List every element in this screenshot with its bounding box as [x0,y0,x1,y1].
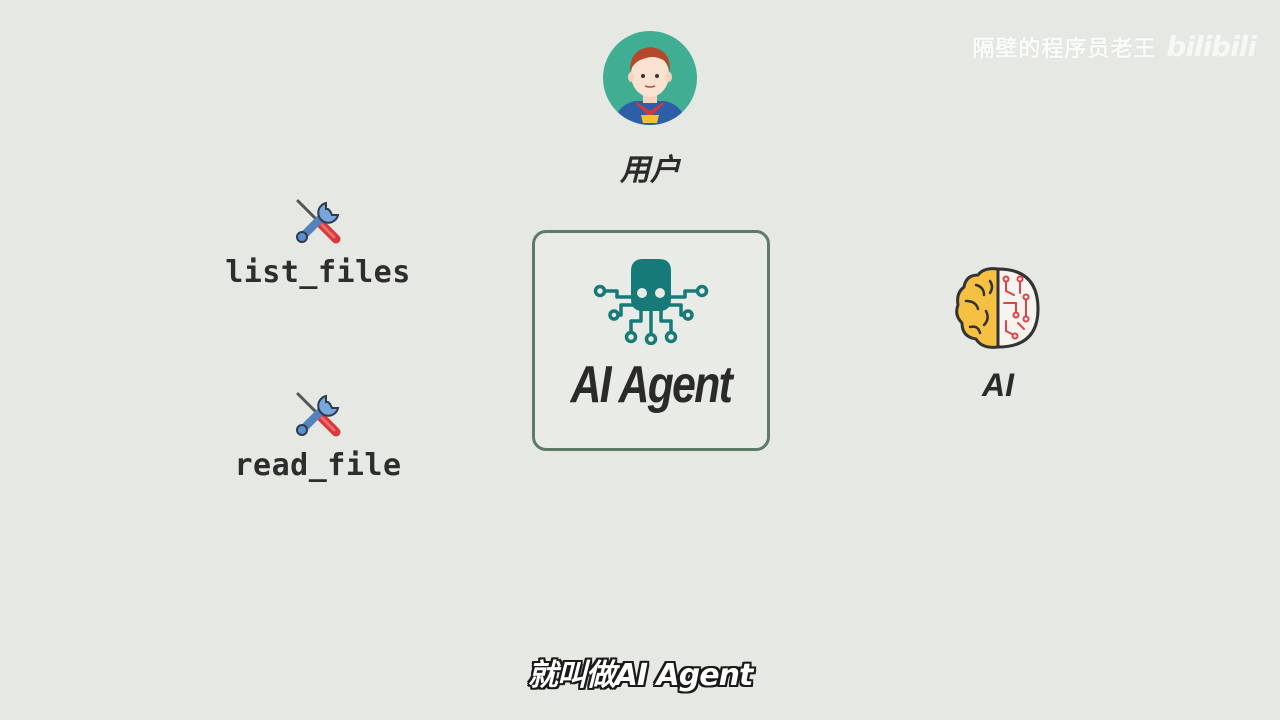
tool-label: read_file [234,448,402,483]
bilibili-logo: bilibili [1166,30,1257,63]
tool-read-file: read_file [215,388,421,483]
agent-label: AI Agent [570,356,733,414]
user-node: 用户 [603,31,697,189]
ai-agent-box: AI Agent [532,230,770,451]
watermark: 隔壁的程序员老王 bilibili [972,30,1257,63]
tool-list-files: list_files [215,195,421,290]
octopus-circuit-icon [593,259,709,345]
user-label: 用户 [620,153,680,188]
channel-name: 隔壁的程序员老王 [972,36,1157,62]
user-avatar-icon [603,31,697,125]
brain-icon [955,267,1040,349]
ai-node: AI [954,265,1042,404]
tools-icon [296,199,341,244]
tool-label: list_files [225,255,411,290]
subtitle-caption: 就叫做AI Agent [527,658,754,693]
ai-label: AI [982,367,1014,403]
tools-icon [296,392,341,437]
